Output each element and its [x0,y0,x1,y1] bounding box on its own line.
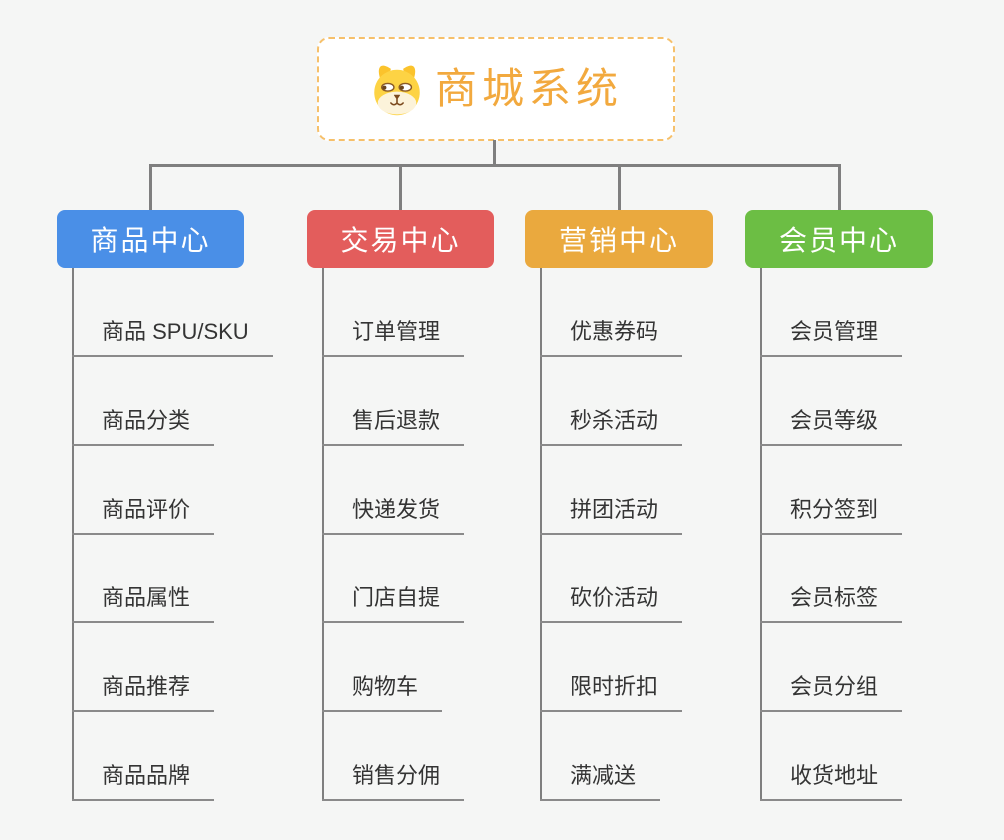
child-topic[interactable]: 限时折扣 [540,672,683,712]
connector-root-stem [493,140,496,166]
child-topic[interactable]: 售后退款 [322,406,465,446]
connector-drop-products [149,164,152,210]
child-topic[interactable]: 拼团活动 [540,495,683,535]
child-topic[interactable]: 购物车 [322,672,443,712]
child-topic[interactable]: 商品评价 [72,495,215,535]
root-topic[interactable]: 商城系统 [317,37,675,141]
child-topic[interactable]: 商品品牌 [72,761,215,801]
child-topic[interactable]: 积分签到 [760,495,903,535]
branch-topic-trade[interactable]: 交易中心 [307,210,494,268]
branch-topic-members[interactable]: 会员中心 [745,210,933,268]
child-topic[interactable]: 销售分佣 [322,761,465,801]
child-topic[interactable]: 门店自提 [322,583,465,623]
child-topic[interactable]: 会员标签 [760,583,903,623]
child-topic[interactable]: 商品分类 [72,406,215,446]
dog-face-icon [374,65,420,116]
branch-topic-marketing[interactable]: 营销中心 [525,210,713,268]
root-topic-title: 商城系统 [434,65,623,112]
branch-topic-products[interactable]: 商品中心 [57,210,244,268]
child-topic[interactable]: 商品推荐 [72,672,215,712]
child-topic[interactable]: 快递发货 [322,495,465,535]
child-topic[interactable]: 满减送 [540,761,661,801]
connector-rail [149,164,841,167]
child-topic[interactable]: 收货地址 [760,761,903,801]
connector-drop-members [838,164,841,210]
connector-drop-trade [399,164,402,210]
child-topic[interactable]: 秒杀活动 [540,406,683,446]
child-topic[interactable]: 会员管理 [760,317,903,357]
connector-drop-marketing [618,164,621,210]
child-topic[interactable]: 会员等级 [760,406,903,446]
child-topic[interactable]: 商品属性 [72,583,215,623]
child-topic[interactable]: 订单管理 [322,317,465,357]
child-topic[interactable]: 砍价活动 [540,583,683,623]
child-topic[interactable]: 商品 SPU/SKU [72,317,273,357]
child-topic[interactable]: 会员分组 [760,672,903,712]
child-topic[interactable]: 优惠券码 [540,317,683,357]
